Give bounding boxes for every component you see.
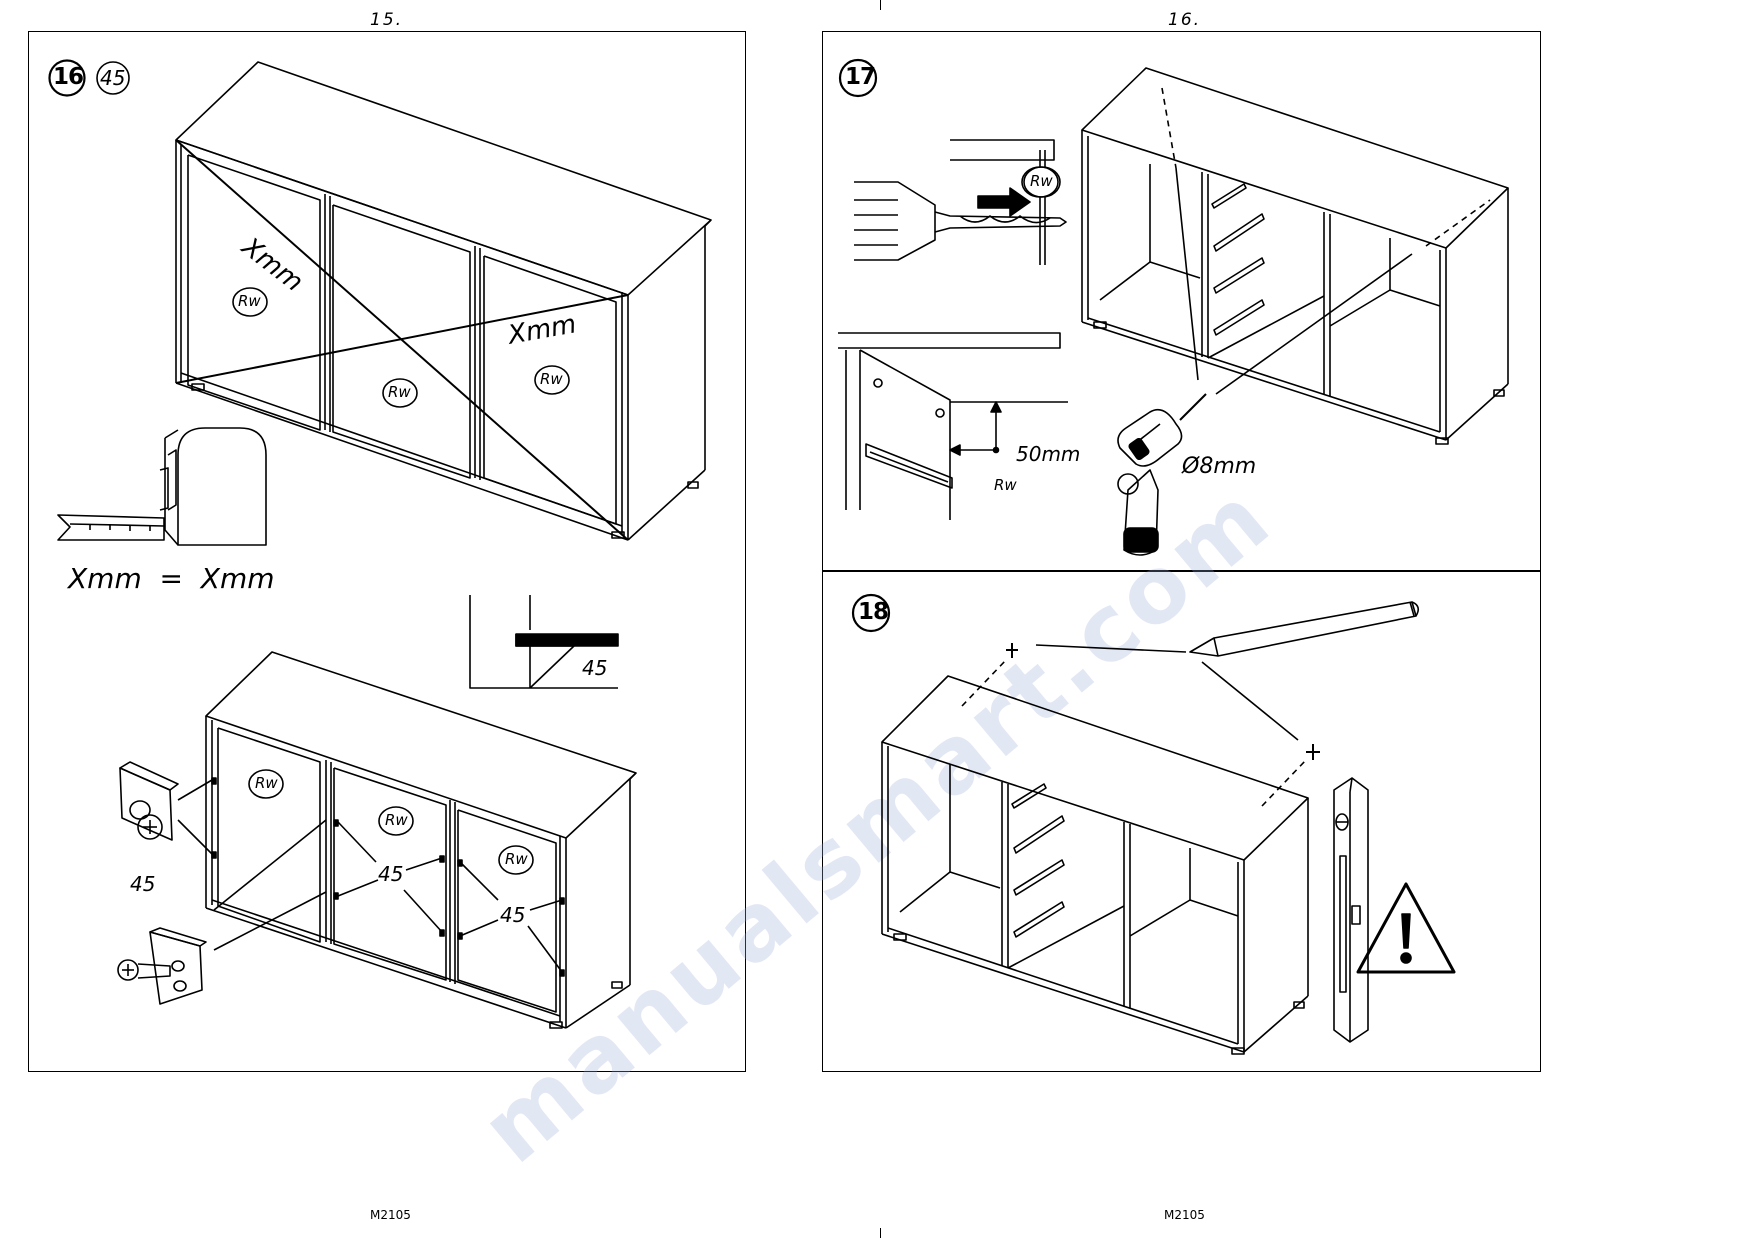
step-ref-number: 45 [100,66,126,90]
diagonal-2 [175,294,629,384]
drill-bit-inset [854,139,1067,265]
page-number-left: 15. [370,10,404,30]
equation-label: Xmm = Xmm [68,562,275,595]
edge-detail-inset [469,595,619,689]
detail-45-label: 45 [582,656,608,680]
rw-label-4: Rw [255,774,278,792]
step-ref-badge [96,61,130,95]
step-16-badge [48,59,86,97]
rw-label-3: Rw [540,370,563,388]
footer-code-left: M2105 [370,1208,411,1222]
bit-diameter: Ø8mm [1182,454,1257,479]
right-page-frame [822,31,1541,1072]
footer-code-right: M2105 [1164,1208,1205,1222]
right-page-divider [822,570,1541,572]
warning-icon [1356,882,1456,974]
step-17-number: 17 [845,64,876,90]
hinge-45-label-a: 45 [378,862,404,886]
rw-label-5: Rw [385,811,408,829]
step-17-badge [838,58,878,98]
drawer-runner-inset [838,332,1068,520]
step-16-number: 16 [53,64,84,90]
left-page-frame [28,31,746,1072]
rw-label-6: Rw [505,850,528,868]
dimension-50mm: 50mm [1016,442,1081,466]
cabinet-upper [175,61,712,541]
rw-label-2: Rw [388,383,411,401]
pencil-icon [1189,601,1420,657]
step-18-badge [851,593,891,633]
hinge-plate-icon [117,927,207,1005]
fold-mark-top [880,0,881,10]
step-18-number: 18 [858,599,889,625]
rw-small-label: Rw [994,476,1017,494]
rw-label-1: Rw [238,292,261,310]
cabinet-lower [205,651,637,1029]
rw-drill-label: Rw [1030,172,1053,190]
hinge-bracket-icon [119,761,179,841]
tape-measure-icon [57,427,267,546]
bracket-45-label: 45 [130,872,156,896]
page-number-right: 16. [1168,10,1202,30]
cabinet-open-18 [881,675,1309,1055]
spirit-level-icon [1333,777,1369,1043]
hinge-45-label-b: 45 [500,903,526,927]
cabinet-open-17 [1081,67,1509,445]
fold-mark-bottom [880,1228,881,1238]
cordless-drill-icon [1117,393,1207,556]
